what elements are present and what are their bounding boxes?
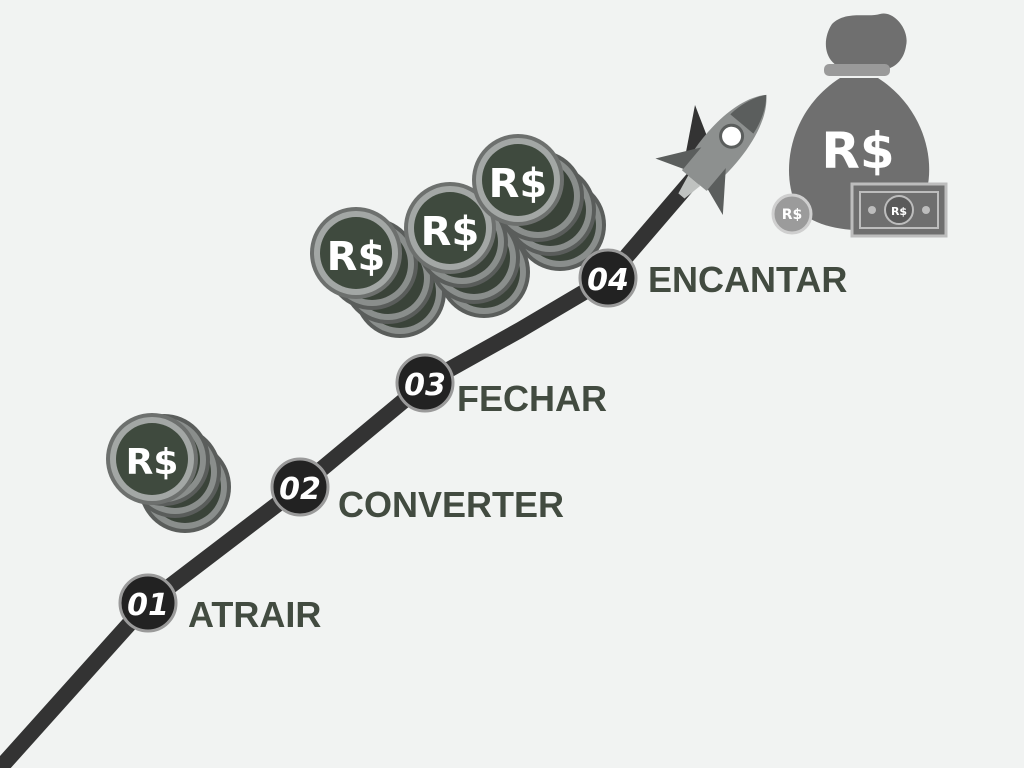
step-number: 01 — [127, 588, 169, 623]
small-coin-icon: R$ — [771, 193, 813, 235]
small-coin-symbol: R$ — [782, 207, 803, 223]
step-label-converter: CONVERTER — [338, 484, 564, 525]
coin-stack-icon: R$ — [472, 134, 606, 271]
banknote-symbol: R$ — [891, 205, 907, 218]
coin-stack-icon: R$ — [106, 413, 231, 533]
coin-stack-icon: R$ — [310, 207, 446, 338]
coin-symbol: R$ — [126, 442, 179, 483]
coin-stack-icon: R$ — [404, 182, 530, 318]
step-marker-02: 02 — [270, 457, 330, 517]
step-marker-03: 03 — [395, 353, 455, 413]
step-label-fechar: FECHAR — [457, 378, 607, 419]
step-number: 03 — [404, 368, 446, 403]
coin-symbol: R$ — [489, 161, 548, 207]
coin-symbol: R$ — [421, 209, 480, 255]
step-number: 02 — [279, 472, 321, 507]
step-label-atrair: ATRAIR — [188, 594, 321, 635]
step-label-encantar: ENCANTAR — [648, 259, 847, 300]
bag-symbol: R$ — [821, 122, 894, 180]
step-number: 04 — [587, 263, 629, 298]
banknote-icon: R$ — [850, 182, 948, 238]
rocket-icon — [655, 94, 767, 216]
coin-symbol: R$ — [327, 234, 386, 280]
step-marker-01: 01 — [118, 573, 178, 633]
step-marker-04: 04 — [578, 248, 638, 308]
